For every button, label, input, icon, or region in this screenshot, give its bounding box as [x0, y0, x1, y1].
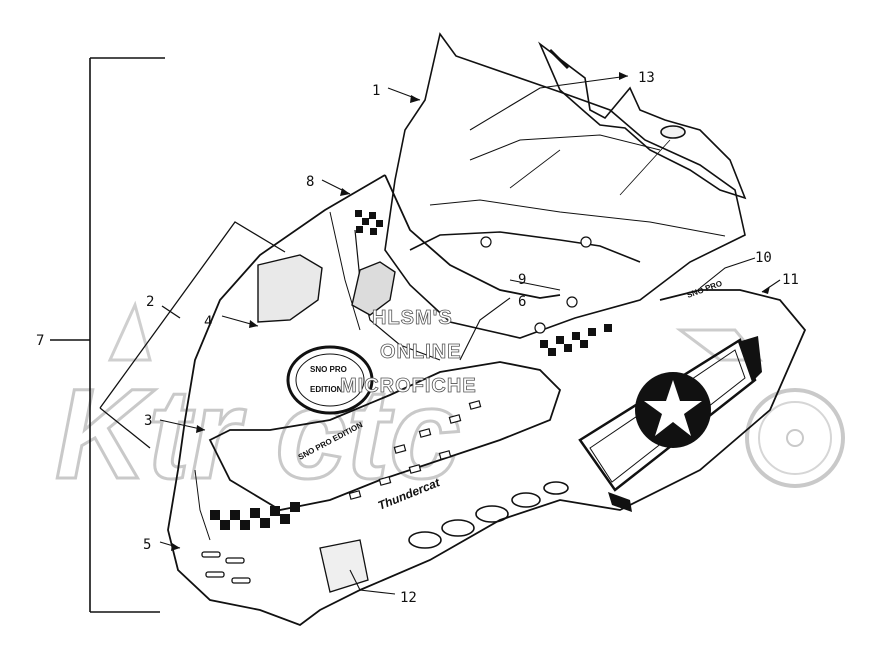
- nose-vents: [201, 539, 369, 593]
- callout-12: 12: [400, 590, 417, 606]
- callout-3: 3: [144, 413, 152, 429]
- checkered-stripe-side: [540, 324, 612, 356]
- watermark-line1: HLSM'S: [372, 307, 453, 329]
- star-icon: [644, 380, 702, 436]
- callout-4: 4: [204, 314, 212, 330]
- callout-1: 1: [372, 83, 380, 99]
- callout-7: 7: [36, 333, 44, 349]
- watermark-logo: Ktr ctc: [54, 300, 845, 508]
- windshield-fasteners: [480, 236, 592, 334]
- fairing-bracket: [538, 41, 747, 200]
- checkered-stripe-windshield: [355, 210, 383, 235]
- callout-11: 11: [782, 272, 799, 288]
- callout-13: 13: [638, 70, 655, 86]
- watermark-line2: ONLINE: [380, 341, 462, 363]
- callout-2: 2: [146, 294, 154, 310]
- bracket-2: [99, 221, 286, 449]
- round-badge-decal: SNO PRO EDITION: [286, 345, 374, 415]
- hood-body: [167, 174, 807, 627]
- callout-labels: 1 2 3 4 5 6 7 8 9 10 11 12 13: [36, 70, 799, 606]
- grille-vents: [348, 400, 482, 500]
- callout-6: 6: [518, 294, 526, 310]
- checkered-stripe-front: [210, 502, 300, 530]
- side-oval-decals: [408, 481, 569, 549]
- windshield: [384, 32, 746, 339]
- callout-8: 8: [306, 174, 314, 190]
- watermark-line3: MICROFICHE: [340, 375, 477, 397]
- callout-9: 9: [518, 272, 526, 288]
- watermark-logo-text: Ktr ctc: [55, 363, 460, 506]
- callout-5: 5: [143, 537, 151, 553]
- badge-bottom-text: EDITION: [310, 385, 343, 394]
- bracket-7: [50, 57, 165, 613]
- callout-10: 10: [755, 250, 772, 266]
- headlight-opening: [257, 254, 396, 323]
- star-decal-panel: [578, 336, 762, 512]
- badge-top-text: SNO PRO: [310, 365, 347, 374]
- arrowheads: [171, 72, 770, 551]
